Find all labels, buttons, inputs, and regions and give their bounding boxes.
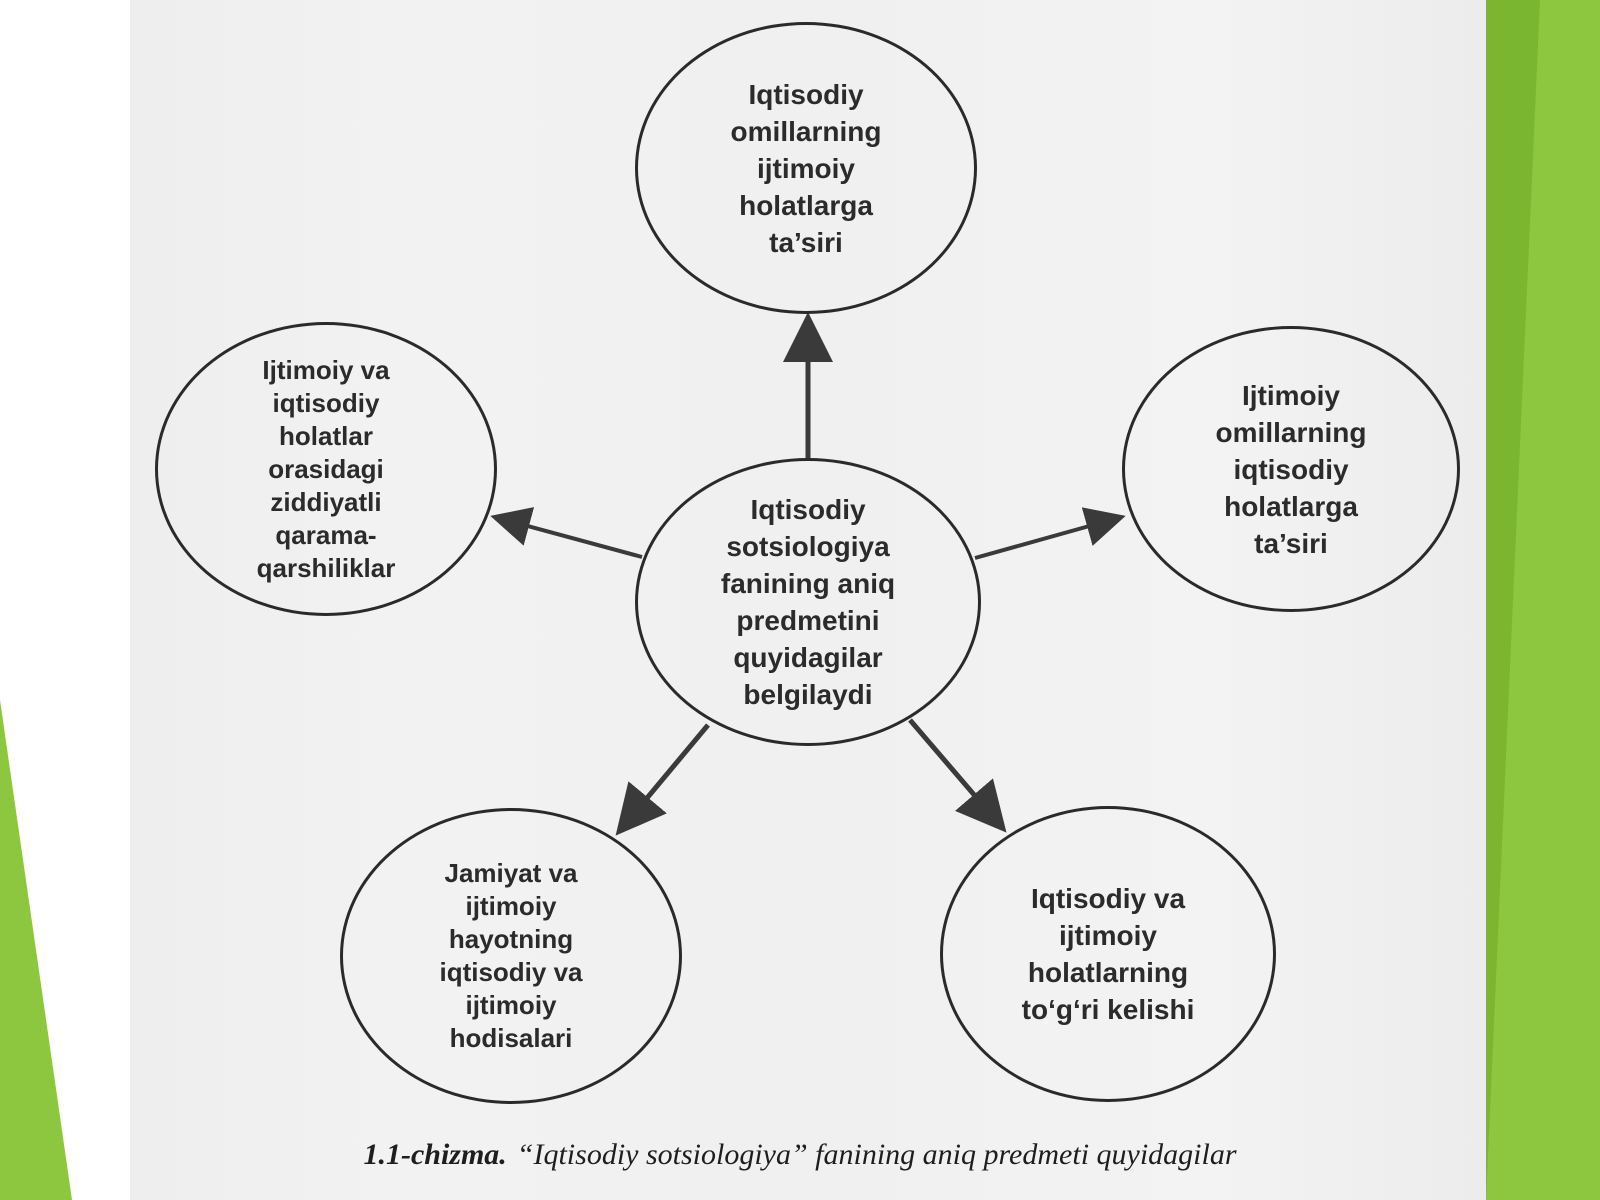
right-green-shade bbox=[1486, 0, 1540, 1200]
bottom-left-node: Jamiyat va ijtimoiy hayotning iqtisodiy … bbox=[340, 808, 682, 1104]
arrow-to-bottom-right bbox=[908, 718, 1007, 833]
left-green-stripe bbox=[0, 700, 72, 1200]
arrow-to-right bbox=[974, 507, 1126, 560]
center-node: Iqtisodiy sotsiologiya fanining aniq pre… bbox=[635, 458, 981, 746]
right-node-text: Ijtimoiy omillarning iqtisodiy holatlarg… bbox=[1215, 379, 1367, 559]
center-node-text: Iqtisodiy sotsiologiya fanining aniq pre… bbox=[720, 494, 896, 710]
top-node-text: Iqtisodiy omillarning ijtimoiy holatlarg… bbox=[730, 78, 882, 258]
top-node: Iqtisodiy omillarning ijtimoiy holatlarg… bbox=[635, 22, 977, 314]
caption-text: “Iqtisodiy sotsiologiya” fanining aniq p… bbox=[516, 1138, 1237, 1171]
left-node: Ijtimoiy va iqtisodiy holatlar orasidagi… bbox=[155, 322, 497, 616]
figure-caption: 1.1-chizma. “Iqtisodiy sotsiologiya” fani… bbox=[0, 1138, 1600, 1172]
arrow-to-left bbox=[490, 507, 643, 559]
bottom-left-node-text: Jamiyat va ijtimoiy hayotning iqtisodiy … bbox=[439, 858, 583, 1053]
bottom-right-node-text: Iqtisodiy va ijtimoiy holatlarning to‘g‘… bbox=[1021, 883, 1195, 1025]
left-node-text: Ijtimoiy va iqtisodiy holatlar orasidagi… bbox=[256, 354, 396, 583]
bottom-right-node: Iqtisodiy va ijtimoiy holatlarning to‘g‘… bbox=[940, 806, 1276, 1102]
caption-label: 1.1-chizma. bbox=[363, 1138, 507, 1171]
arrow-to-bottom-left bbox=[615, 723, 710, 836]
right-node: Ijtimoiy omillarning iqtisodiy holatlarg… bbox=[1122, 326, 1460, 612]
